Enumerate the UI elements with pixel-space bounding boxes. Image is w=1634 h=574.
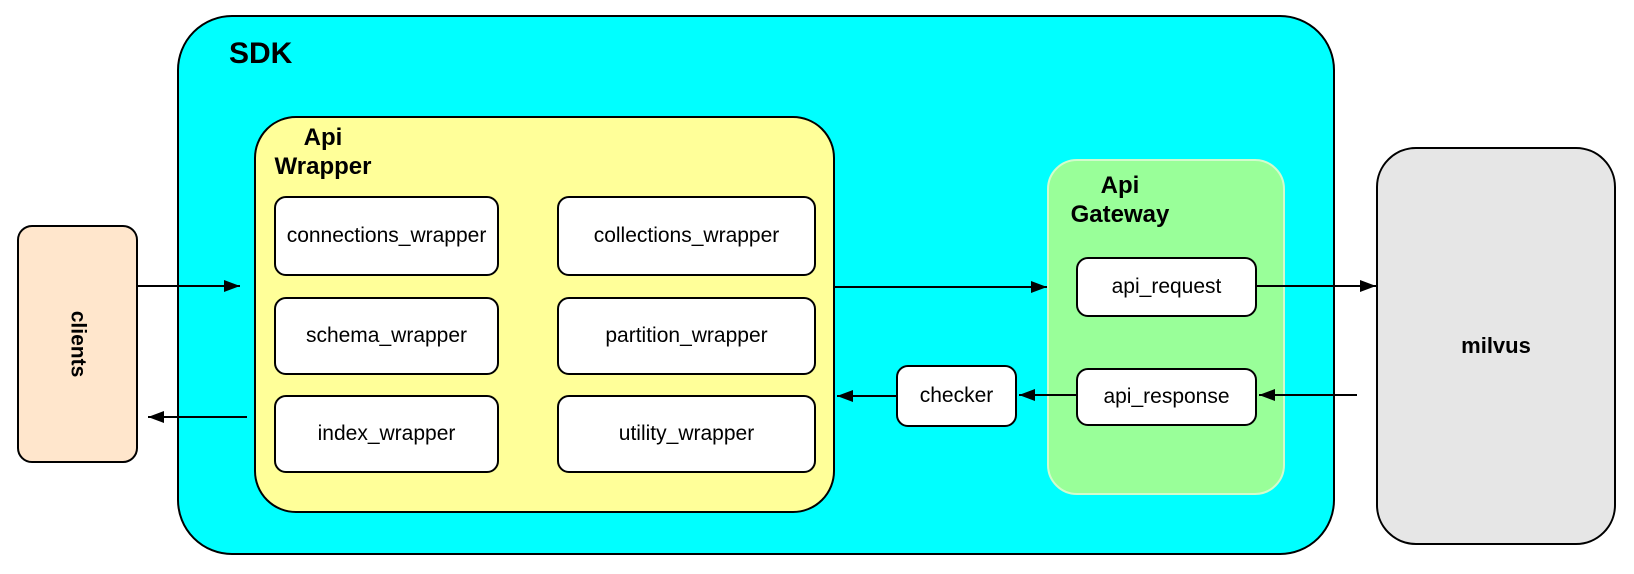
schema-wrapper-node: schema_wrapper bbox=[274, 297, 499, 375]
partition-wrapper-node: partition_wrapper bbox=[557, 297, 816, 375]
sdk-group-label: SDK bbox=[229, 37, 293, 70]
clients-node-label: clients bbox=[66, 310, 90, 378]
api-gateway-label-line2: Gateway bbox=[1070, 201, 1170, 228]
index-wrapper-node: index_wrapper bbox=[274, 395, 499, 473]
api-gateway-group: Api Gateway bbox=[1047, 159, 1285, 495]
clients-node: clients bbox=[17, 225, 138, 463]
utility-wrapper-node: utility_wrapper bbox=[557, 395, 816, 473]
api-response-node: api_response bbox=[1076, 368, 1257, 426]
api-gateway-label-line1: Api bbox=[1100, 172, 1140, 199]
api-request-node: api_request bbox=[1076, 257, 1257, 317]
milvus-node-label: milvus bbox=[1461, 333, 1531, 358]
checker-node: checker bbox=[896, 365, 1017, 427]
milvus-node: milvus bbox=[1376, 147, 1616, 545]
api-gateway-group-label: Api Gateway bbox=[1065, 171, 1175, 229]
api-wrapper-group-label: Api Wrapper bbox=[270, 123, 376, 181]
api-wrapper-label-line2: Wrapper bbox=[274, 153, 372, 180]
connections-wrapper-node: connections_wrapper bbox=[274, 196, 499, 276]
api-wrapper-label-line1: Api bbox=[303, 124, 343, 151]
collections-wrapper-node: collections_wrapper bbox=[557, 196, 816, 276]
